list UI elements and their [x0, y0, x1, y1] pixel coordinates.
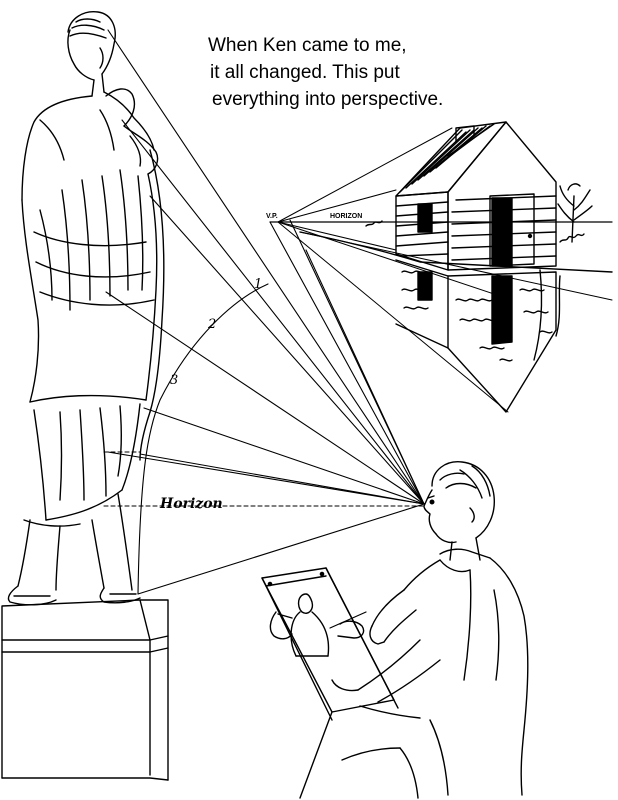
pedestal	[1, 599, 169, 781]
vanishing-point-label: V.P.	[266, 213, 278, 220]
house-horizon-label: HORIZON	[330, 213, 362, 220]
caption-line-2: it all changed. This put	[210, 62, 400, 83]
caption: When Ken came to me, it all changed. Thi…	[190, 32, 510, 113]
caption-line-1: When Ken came to me,	[208, 35, 407, 56]
measurement-arc	[137, 283, 269, 595]
house-scene	[269, 121, 613, 413]
ray-label-3: 3	[170, 373, 178, 388]
caption-line-3: everything into perspective.	[212, 89, 444, 110]
ray-label-1: 1	[254, 277, 262, 292]
ray-label-2: 2	[207, 317, 216, 332]
artist-figure	[261, 461, 529, 799]
horizon-label: Horizon	[159, 496, 223, 512]
sight-lines	[105, 29, 425, 595]
statue-figure	[7, 11, 165, 606]
